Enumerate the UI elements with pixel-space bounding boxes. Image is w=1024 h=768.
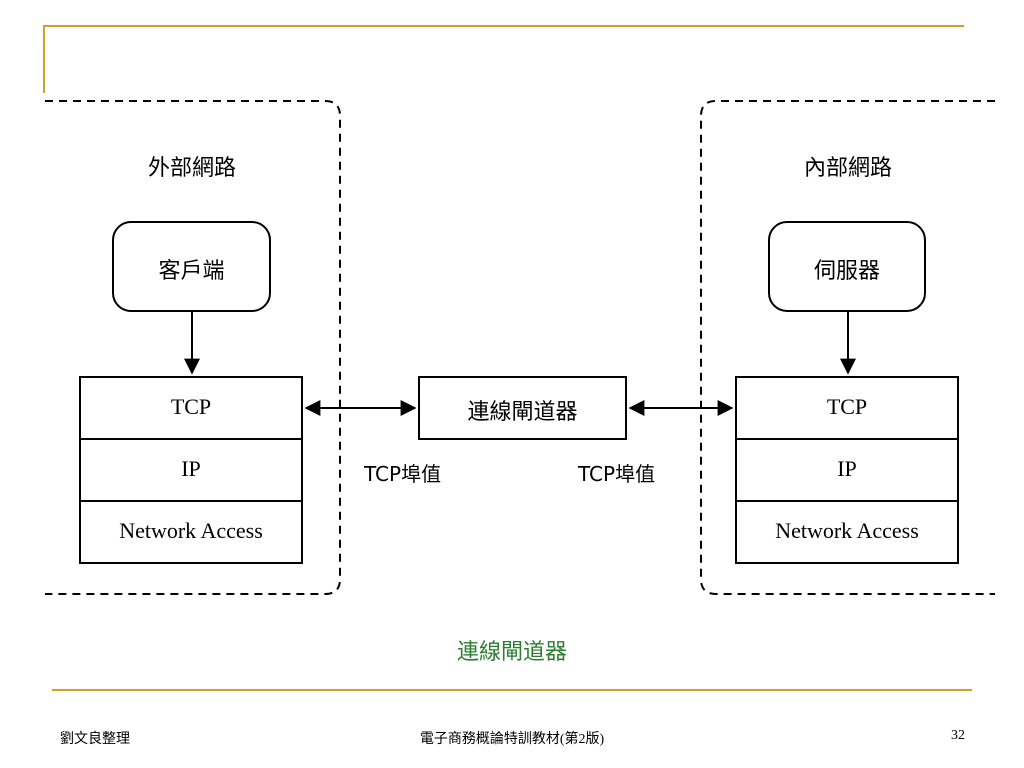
right-stack-access-label: Network Access [775, 518, 919, 543]
external-network-boundary [45, 100, 341, 595]
left-stack-ip-layer [79, 438, 303, 502]
left-stack-access-layer [79, 500, 303, 564]
right-port-label: TCP埠值 [578, 462, 656, 486]
diagram-caption: 連線閘道器 [456, 640, 567, 665]
right-stack-tcp-layer [735, 376, 959, 440]
right-stack-tcp-label: TCP [826, 394, 868, 419]
gateway-label: 連線閘道器 [467, 400, 578, 425]
gateway-box [418, 376, 627, 440]
left-stack-access-label: Network Access [119, 518, 263, 543]
right-stack-ip-layer [735, 438, 959, 502]
server-label: 伺服器 [813, 259, 880, 284]
internal-network-title: 內部網路 [803, 156, 892, 181]
footer-author: 劉文良整理 [60, 732, 130, 747]
footer-book-title: 電子商務概論特訓教材(第2版) [419, 732, 605, 747]
left-stack-tcp-label: TCP [170, 394, 212, 419]
client-label: 客戶端 [158, 259, 225, 284]
external-network-title: 外部網路 [147, 156, 236, 181]
internal-network-boundary [700, 100, 995, 595]
right-stack-ip-label: IP [837, 456, 857, 481]
left-accent-line [43, 25, 45, 93]
page-number: 32 [951, 728, 965, 743]
right-stack-access-layer [735, 500, 959, 564]
top-accent-line [43, 25, 964, 27]
left-stack-tcp-layer [79, 376, 303, 440]
left-port-label: TCP埠值 [364, 462, 442, 486]
left-stack-ip-label: IP [181, 456, 201, 481]
bottom-accent-line [52, 689, 972, 691]
